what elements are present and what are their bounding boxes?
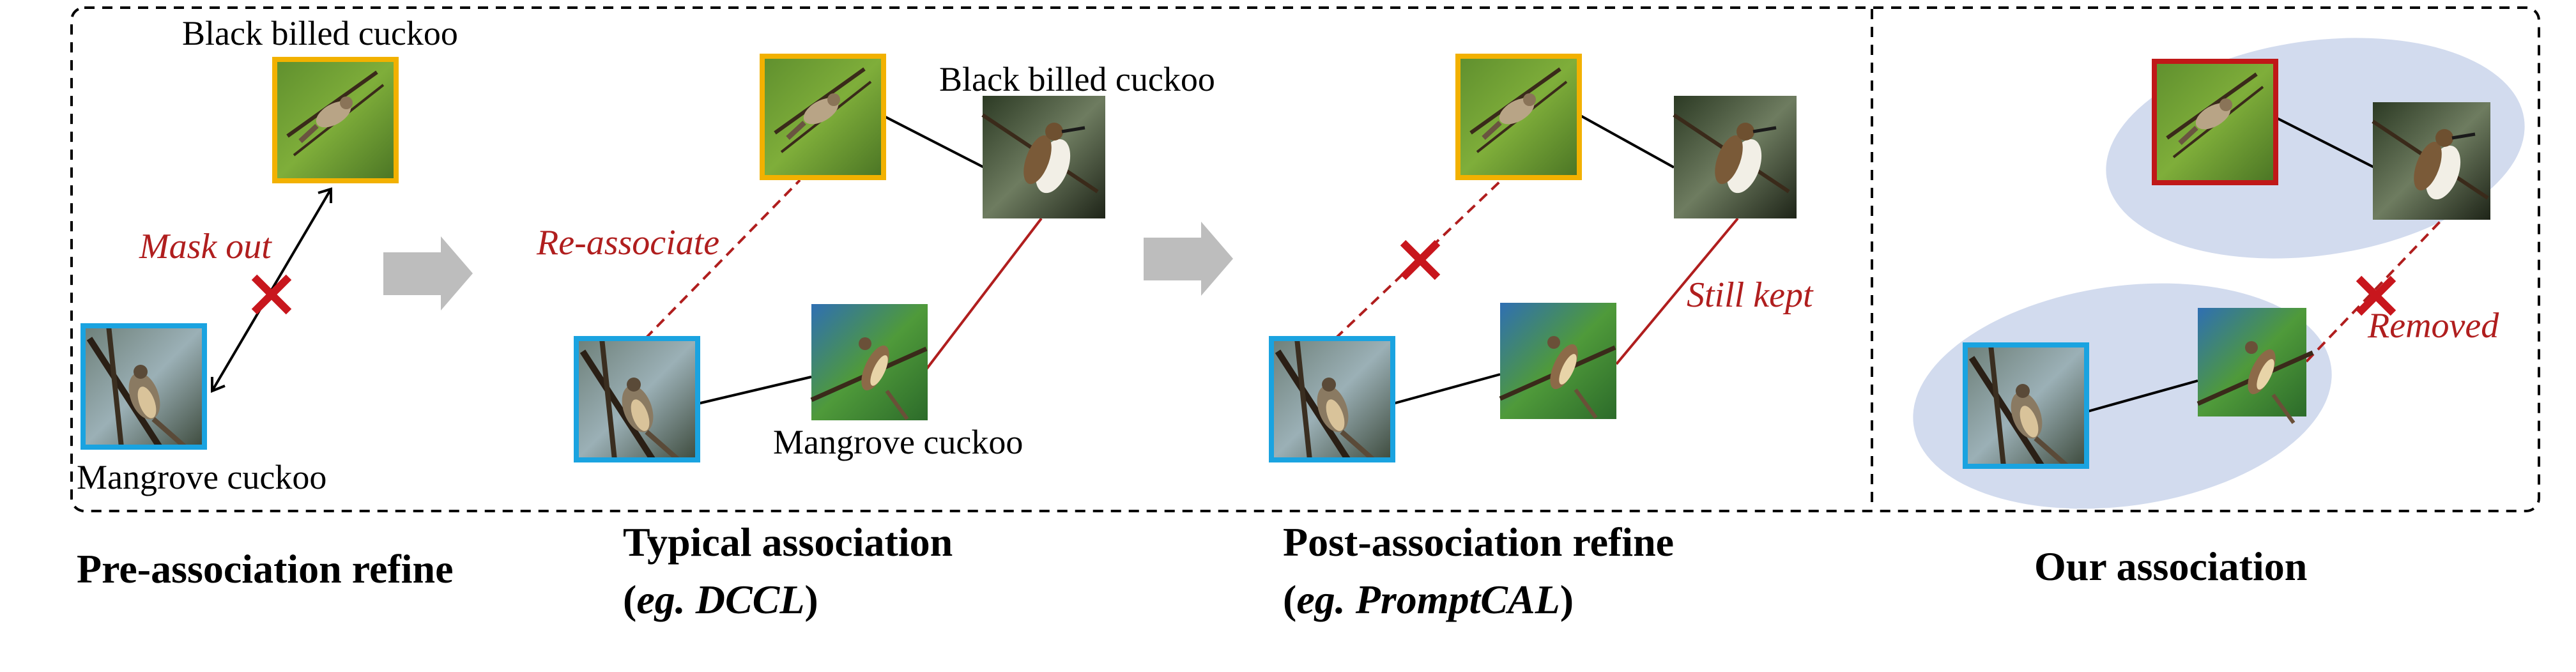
caption-pre-association: Pre-association refine bbox=[77, 546, 454, 592]
label-black-billed-cuckoo-2: Black billed cuckoo bbox=[939, 60, 1215, 98]
image-black-billed-cuckoo-yellow bbox=[272, 57, 399, 183]
image-black-billed-cuckoo-yellow-2 bbox=[760, 54, 886, 180]
image-black-billed-cuckoo-upright-4 bbox=[2373, 102, 2490, 220]
panel-pre-association: Black billed cuckoo Mask out Mangrove cu… bbox=[77, 14, 458, 496]
link-yellow-to-upright-3 bbox=[1579, 114, 1675, 169]
link-masked-dashed-3 bbox=[1334, 179, 1503, 340]
red-cross-icon bbox=[251, 274, 292, 315]
caption-typical-line1: Typical association bbox=[623, 519, 953, 565]
panel-typical-association: Black billed cuckoo Re-associate Mangrov… bbox=[536, 54, 1215, 461]
image-mangrove-cuckoo-sky-3 bbox=[1500, 303, 1616, 419]
red-cross-icon bbox=[1400, 240, 1441, 280]
image-mangrove-cuckoo-blue-4 bbox=[1963, 345, 2089, 466]
label-mangrove-cuckoo: Mangrove cuckoo bbox=[77, 458, 326, 496]
link-blue-to-sky-3 bbox=[1392, 373, 1501, 405]
caption-typical-line2: (eg. DCCL) bbox=[623, 577, 818, 622]
caption-post-line2: (eg. PromptCAL) bbox=[1283, 577, 1574, 622]
image-black-billed-cuckoo-red bbox=[2152, 59, 2278, 185]
image-black-billed-cuckoo-upright-3 bbox=[1674, 96, 1797, 218]
label-removed: Removed bbox=[2367, 306, 2499, 346]
label-re-associate: Re-associate bbox=[536, 223, 719, 263]
panel-post-association: Still kept bbox=[1269, 54, 1814, 460]
image-mangrove-cuckoo-sky-4 bbox=[2198, 308, 2313, 423]
link-blue-to-sky-4 bbox=[2087, 379, 2198, 413]
image-black-billed-cuckoo-upright bbox=[983, 96, 1105, 218]
link-blue-to-sky bbox=[697, 376, 812, 405]
image-mangrove-cuckoo-blue-2 bbox=[574, 339, 700, 460]
label-black-billed-cuckoo: Black billed cuckoo bbox=[182, 14, 458, 52]
gray-arrow-icon bbox=[383, 236, 473, 310]
gray-arrow-icon bbox=[1144, 222, 1233, 296]
caption-post-line1: Post-association refine bbox=[1283, 519, 1674, 565]
link-reassociate-dashed bbox=[644, 179, 801, 340]
label-still-kept: Still kept bbox=[1687, 275, 1814, 315]
red-cross-icon bbox=[2356, 275, 2396, 316]
image-mangrove-cuckoo-blue-3 bbox=[1269, 339, 1395, 460]
link-red-to-upright bbox=[2275, 116, 2375, 169]
label-mangrove-cuckoo-2: Mangrove cuckoo bbox=[773, 423, 1023, 461]
image-black-billed-cuckoo-yellow-3 bbox=[1455, 54, 1582, 180]
outer-dashed-frame bbox=[70, 6, 2540, 512]
link-mangrove-to-upright-red bbox=[925, 217, 1043, 370]
image-mangrove-cuckoo-blue bbox=[80, 326, 207, 447]
label-mask-out: Mask out bbox=[139, 227, 272, 266]
link-yellow-to-upright bbox=[881, 114, 985, 169]
panel-our-association: Removed bbox=[1913, 38, 2525, 509]
caption-our-association: Our association bbox=[2034, 544, 2307, 589]
image-mangrove-cuckoo-sky bbox=[811, 304, 928, 420]
link-still-kept-red bbox=[1615, 217, 1739, 365]
